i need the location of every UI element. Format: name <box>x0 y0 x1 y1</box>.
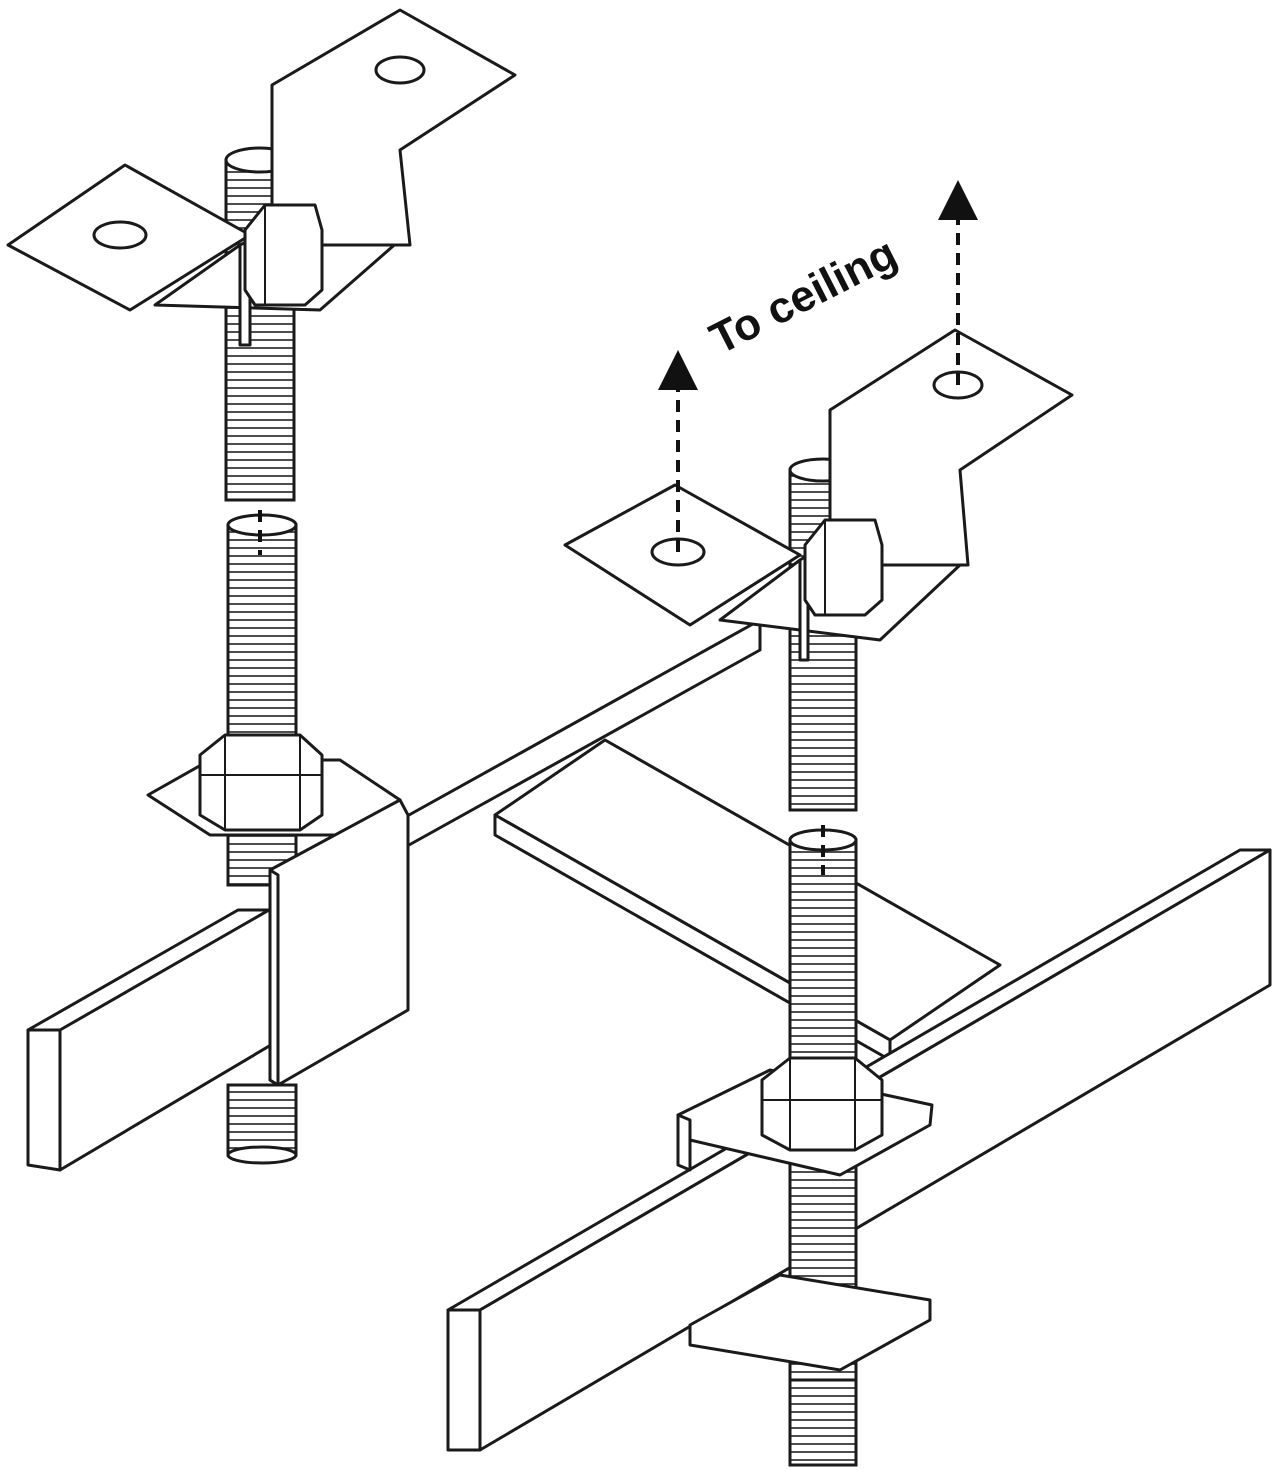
support-plate <box>493 738 1002 1062</box>
to-ceiling-label: To ceiling <box>702 229 904 364</box>
right-bottom-plate <box>688 1273 932 1372</box>
left-hex-nut-upper <box>243 203 324 307</box>
right-hex-nut-lower <box>760 1056 884 1152</box>
right-z-bracket <box>563 328 1074 662</box>
left-hex-nut-lower <box>198 733 324 832</box>
left-z-bracket <box>6 8 517 347</box>
right-hex-nut-upper <box>803 518 884 617</box>
